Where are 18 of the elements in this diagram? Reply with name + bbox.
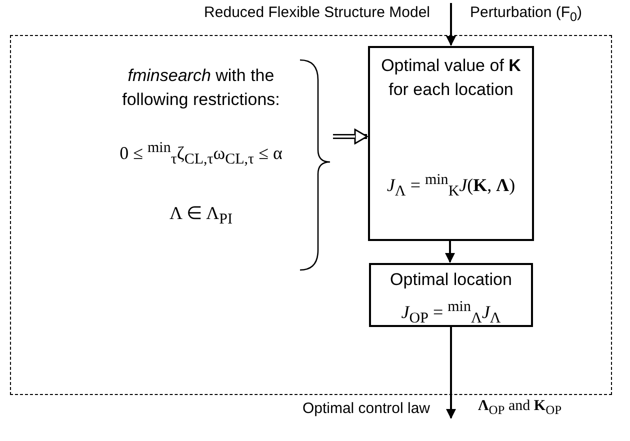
box-heading: Optimal value of K for each location [380, 55, 522, 101]
dashed-frame [10, 35, 612, 395]
math-formula: 0 ≤ $^{min}$$_{τ}$ζ$_{CL,τ}$ω$_{CL,τ}$ ≤ α [118, 139, 284, 170]
box-heading: Optimal location [389, 269, 513, 291]
text-label: Optimal control law [302, 400, 430, 417]
math-formula: J$_{Λ}$ = $^{min}$$_{K}$J(K, Λ) [386, 171, 516, 202]
process-box [369, 263, 533, 327]
text-note: fminsearch with the following restrictions: [121, 65, 281, 111]
text-label: Λ$_{OP}$ and K$_{OP}$ [478, 398, 562, 418]
arrow [333, 128, 368, 144]
process-box [368, 46, 534, 241]
arrow [445, 240, 455, 263]
math-formula: J$_{OP}$ = $^{min}$$_{Λ}$J$_{Λ}$ [400, 298, 502, 329]
text-label: Reduced Flexible Structure Model [204, 4, 430, 21]
text-label: Perturbation (F$_{0}$) [470, 4, 582, 24]
math-formula: Λ ∈ Λ$_{PI}$ [168, 202, 234, 230]
arrow [446, 3, 456, 46]
arrow [446, 326, 456, 419]
